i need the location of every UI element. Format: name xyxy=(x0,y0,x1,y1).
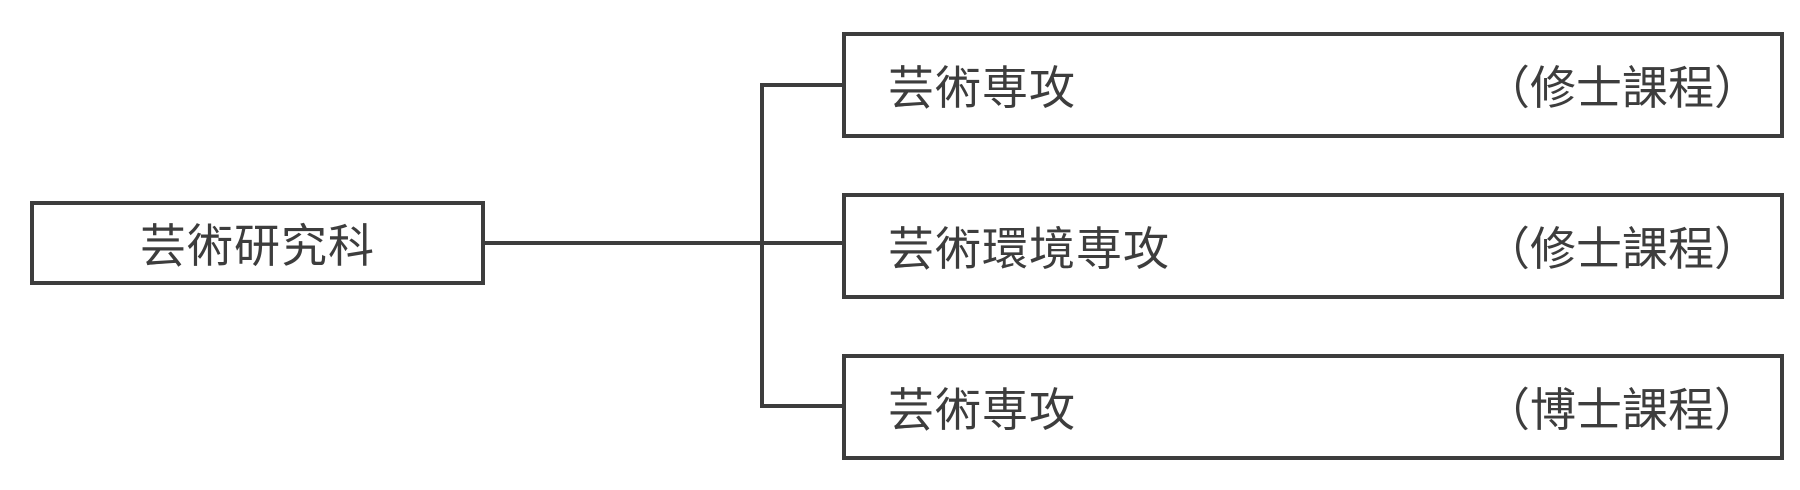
child-node-1: 芸術専攻 （修士課程） xyxy=(842,32,1784,138)
child-node-2: 芸術環境専攻 （修士課程） xyxy=(842,193,1784,299)
child-node-2-name: 芸術環境専攻 xyxy=(888,222,1170,276)
child-node-1-course: （修士課程） xyxy=(1484,61,1760,115)
root-node-label: 芸術研究科 xyxy=(140,219,375,273)
child-node-2-course: （修士課程） xyxy=(1484,222,1760,276)
root-node: 芸術研究科 xyxy=(30,201,485,285)
child-node-3: 芸術専攻 （博士課程） xyxy=(842,354,1784,460)
child-node-3-name: 芸術専攻 xyxy=(888,383,1076,437)
child-node-3-course: （博士課程） xyxy=(1484,383,1760,437)
child-node-1-name: 芸術専攻 xyxy=(888,61,1076,115)
